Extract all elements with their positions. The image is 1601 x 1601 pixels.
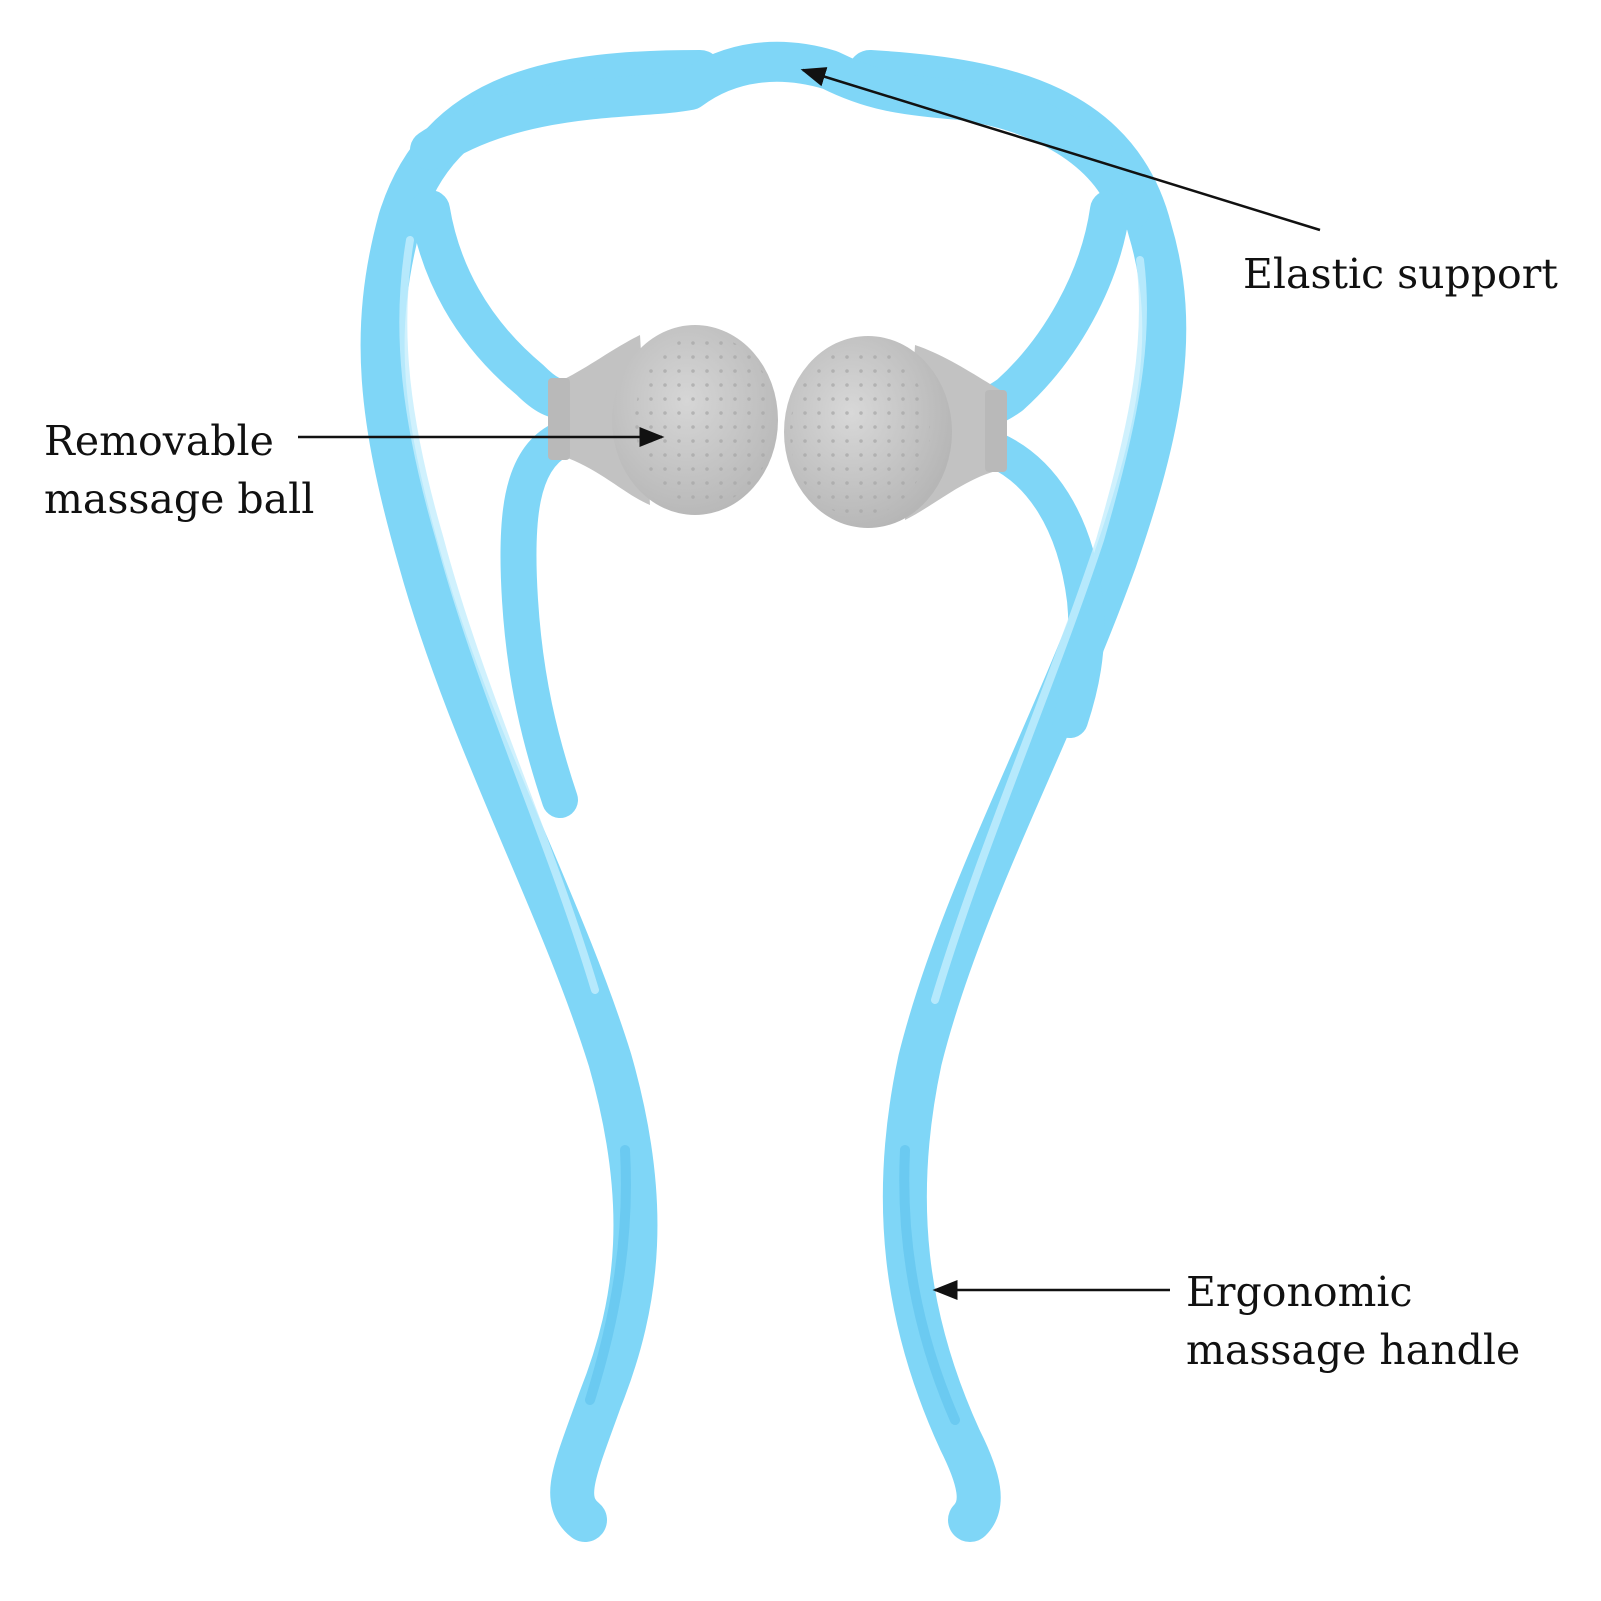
massager-frame <box>360 41 1187 1542</box>
label-massage-ball-line-1: Removable <box>44 417 274 465</box>
label-massage-handle-line-2: massage handle <box>1186 1326 1521 1374</box>
massage-ball-right <box>784 336 1007 528</box>
label-elastic-support: Elastic support <box>1243 245 1558 303</box>
label-massage-ball-line-2: massage ball <box>44 475 315 523</box>
massage-ball-left <box>548 325 778 515</box>
handle-left-shade <box>585 1145 631 1405</box>
handle-right-shade <box>899 1145 960 1425</box>
label-elastic-support-text: Elastic support <box>1243 250 1558 298</box>
frame-highlight-right <box>931 256 1147 1004</box>
frame-inner-left-strut <box>500 422 578 818</box>
frame-highlight-left <box>399 236 599 994</box>
label-massage-handle-line-1: Ergonomic <box>1186 1268 1413 1316</box>
label-massage-handle: Ergonomic massage handle <box>1186 1263 1520 1379</box>
ball-right-collar <box>985 390 1007 472</box>
label-massage-ball: Removable massage ball <box>44 412 314 528</box>
ball-right-dimples <box>790 347 930 517</box>
frame-inner-right-arm <box>965 190 1130 426</box>
ball-left-dimples <box>635 335 775 505</box>
pointer-elastic-support <box>800 67 1321 232</box>
ball-left-collar <box>548 378 570 460</box>
frame-inner-right-strut <box>977 432 1105 738</box>
frame-inner-left-arm <box>410 190 590 420</box>
